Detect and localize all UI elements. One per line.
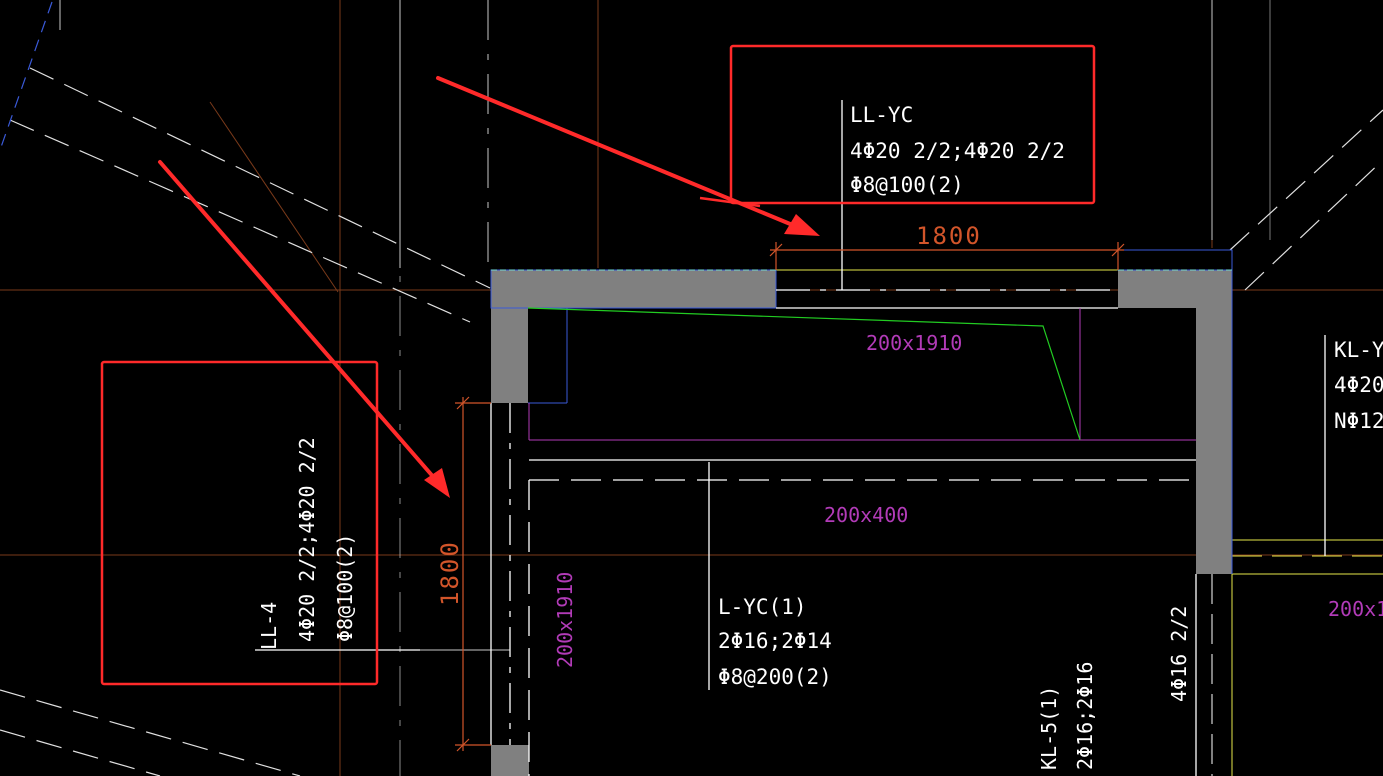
label-right-vertical-rebar: 4Φ16 2/2 <box>1167 606 1191 702</box>
label-kl-ye-side: NΦ12( <box>1334 409 1383 433</box>
annotation-box-top[interactable] <box>729 44 1096 205</box>
label-l-yc1-name: L-YC(1) <box>718 595 807 619</box>
label-ll-yc-stirrup: Φ8@100(2) <box>850 173 964 197</box>
label-ll-yc-name: LL-YC <box>850 103 913 127</box>
yellow-lines <box>776 269 1383 776</box>
label-ll-4-rebar: 4Φ20 2/2;4Φ20 2/2 <box>295 437 319 642</box>
label-ll-yc-rebar: 4Φ20 2/2;4Φ20 2/2 <box>850 139 1065 163</box>
diagonal-dashed-lines <box>0 67 1383 776</box>
wall-top-right <box>1118 270 1232 574</box>
label-kl5-name: KL-5(1) <box>1037 686 1061 770</box>
slab-edge-green <box>527 307 1081 441</box>
wall-top-left <box>491 270 776 403</box>
beam-lines-white <box>255 100 1326 776</box>
arrow-left <box>158 160 450 498</box>
label-l-yc1-rebar: 2Φ16;2Φ14 <box>718 629 832 653</box>
wall-bottom-left <box>491 745 529 776</box>
dimension-left-text: 1800 <box>436 540 464 606</box>
annotation-box-left[interactable] <box>100 360 379 686</box>
dimension-top-text: 1800 <box>916 222 982 250</box>
beam-outline-magenta <box>528 308 1196 441</box>
section-label-top-beam: 200x1910 <box>866 331 962 355</box>
wall-outlines <box>490 249 1233 574</box>
section-label-right-beam: 200x19 <box>1328 597 1383 621</box>
label-ll-4-stirrup: Φ8@100(2) <box>333 534 357 642</box>
label-kl-ye-name: KL-YE <box>1334 338 1383 362</box>
walls <box>491 270 1232 776</box>
label-kl5-rebar: 2Φ16;2Φ16 <box>1073 662 1097 770</box>
blue-dashed-diagonal <box>0 1 53 151</box>
dimension-top <box>769 242 1125 270</box>
label-kl-ye-rebar: 4Φ20 <box>1334 373 1383 397</box>
section-label-middle-beam: 200x400 <box>824 503 908 527</box>
dimension-left <box>455 396 491 752</box>
label-ll-4-name: LL-4 <box>257 602 281 650</box>
arrow-top <box>436 76 820 236</box>
background-lines <box>59 0 1271 776</box>
section-label-left-beam: 200x1910 <box>553 572 577 668</box>
label-l-yc1-stirrup: Φ8@200(2) <box>718 665 832 689</box>
